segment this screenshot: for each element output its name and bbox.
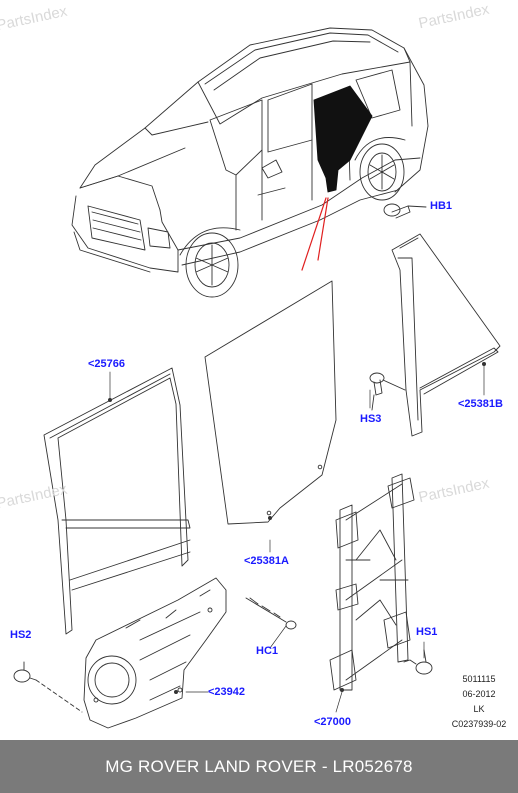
hc1-clip xyxy=(245,597,297,630)
callout-hs1[interactable]: HS1 xyxy=(416,626,438,638)
window-regulator xyxy=(329,473,415,691)
leader-lines-red xyxy=(301,197,329,271)
footer-caption-bar: MG ROVER LAND ROVER - LR052678 xyxy=(0,740,518,793)
reference-number: 5011115 xyxy=(462,674,496,684)
hs2-screw xyxy=(13,661,83,713)
parts-diagram xyxy=(13,27,501,729)
callout-25766[interactable]: <25766 xyxy=(88,358,126,370)
glass-run-channel xyxy=(43,367,191,635)
callout-hb1[interactable]: HB1 xyxy=(430,200,453,212)
reference-date: 06-2012 xyxy=(462,689,496,699)
footer-caption: MG ROVER LAND ROVER - LR052678 xyxy=(105,756,413,776)
callout-hs2[interactable]: HS2 xyxy=(10,629,32,641)
callout-27000[interactable]: <27000 xyxy=(314,716,352,728)
callout-leaders xyxy=(109,363,485,713)
callout-25381b[interactable]: <25381B xyxy=(458,398,503,410)
reference-code: C0237939-02 xyxy=(451,719,507,729)
hs3-screw xyxy=(369,372,406,411)
callout-25381a[interactable]: <25381A xyxy=(244,555,289,567)
callout-hs3[interactable]: HS3 xyxy=(360,413,382,425)
callout-23942[interactable]: <23942 xyxy=(208,686,246,698)
vehicle-illustration xyxy=(71,27,429,298)
reference-initials: LK xyxy=(473,704,485,714)
callout-hc1[interactable]: HC1 xyxy=(256,645,279,657)
hb1-bolt xyxy=(383,203,427,219)
door-glass-panel xyxy=(204,280,337,525)
door-module-panel xyxy=(83,577,227,729)
callout-anchor-dots xyxy=(108,362,486,694)
quarter-glass xyxy=(391,233,501,437)
highlighted-door-glass xyxy=(313,85,373,193)
